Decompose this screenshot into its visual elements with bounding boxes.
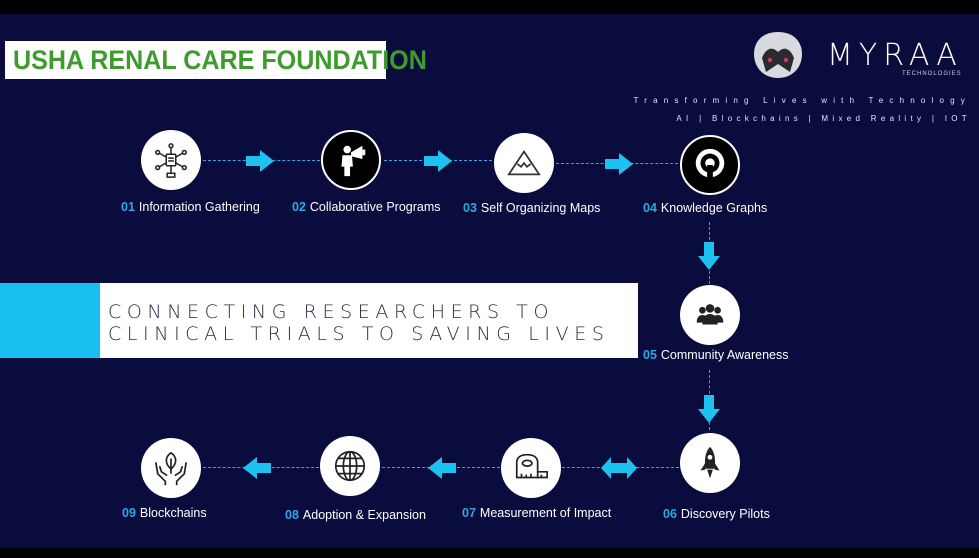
- company-subtitle: TECHNOLOGIES: [902, 71, 962, 77]
- step-07-number: 07: [462, 506, 476, 520]
- tagline: Transforming Lives with Technology: [633, 96, 971, 105]
- step-03-number: 03: [463, 201, 477, 215]
- step-07-text: Measurement of Impact: [479, 506, 612, 520]
- step-06-node: [680, 433, 740, 493]
- company-wordmark: MYRAA: [827, 38, 963, 73]
- arrow-double-icon: [601, 457, 637, 479]
- step-04-node: [680, 135, 740, 195]
- step-09-node: [141, 438, 201, 498]
- arrow-right-icon: [605, 153, 633, 175]
- arrow-down-icon: [698, 395, 720, 423]
- step-05-text: Community Awareness: [660, 348, 789, 362]
- step-08-number: 08: [285, 508, 299, 522]
- step-06-text: Discovery Pilots: [680, 507, 770, 521]
- step-03-text: Self Organizing Maps: [480, 201, 601, 215]
- step-02-number: 02: [292, 200, 306, 214]
- myraa-logo-icon: [754, 32, 802, 78]
- open-source-ring-icon: [695, 148, 725, 184]
- step-07-node: [501, 438, 561, 498]
- megaphone-person-icon: [341, 145, 366, 177]
- step-02-text: Collaborative Programs: [309, 200, 441, 214]
- step-05-number: 05: [643, 348, 657, 362]
- arrow-left-icon: [243, 457, 271, 479]
- step-01-node: [141, 130, 201, 190]
- step-03-node: [494, 133, 554, 193]
- banner-line-1: CONNECTING RESEARCHERS TO: [108, 301, 555, 323]
- bottom-border: [0, 548, 979, 558]
- top-border: [0, 0, 979, 14]
- people-group-icon: [696, 304, 724, 325]
- step-04-text: Knowledge Graphs: [660, 201, 768, 215]
- step-09-text: Blockchains: [139, 506, 207, 520]
- step-09-number: 09: [122, 506, 136, 520]
- banner-accent-bar: [0, 283, 100, 358]
- step-01-number: 01: [121, 200, 135, 214]
- globe-icon: [334, 450, 366, 482]
- arrow-down-icon: [698, 242, 720, 270]
- arrow-right-icon: [424, 150, 452, 172]
- rocket-icon: [700, 446, 720, 479]
- arrow-left-icon: [428, 457, 456, 479]
- tech-list: AI | Blockchains | Mixed Reality | IOT: [676, 114, 971, 123]
- usha-logo: USHA RENAL CARE FOUNDATION: [5, 41, 427, 79]
- org-name: USHA RENAL CARE FOUNDATION: [13, 44, 427, 75]
- step-01-text: Information Gathering: [138, 200, 260, 214]
- step-02-node: [321, 130, 381, 190]
- step-08-text: Adoption & Expansion: [302, 508, 426, 522]
- arrow-right-icon: [246, 150, 274, 172]
- step-06-number: 06: [663, 507, 677, 521]
- step-05-node: [680, 285, 740, 345]
- info-network-icon: [155, 143, 187, 178]
- step-08-node: [320, 436, 380, 496]
- banner-line-2: CLINICAL TRIALS TO SAVING LIVES: [108, 323, 610, 345]
- mountain-triangle-icon: [507, 150, 541, 176]
- tape-measure-icon: [515, 453, 549, 479]
- headline-banner: CONNECTING RESEARCHERS TO CLINICAL TRIAL…: [100, 283, 638, 358]
- step-04-number: 04: [643, 201, 657, 215]
- hands-leaf-icon: [154, 451, 188, 486]
